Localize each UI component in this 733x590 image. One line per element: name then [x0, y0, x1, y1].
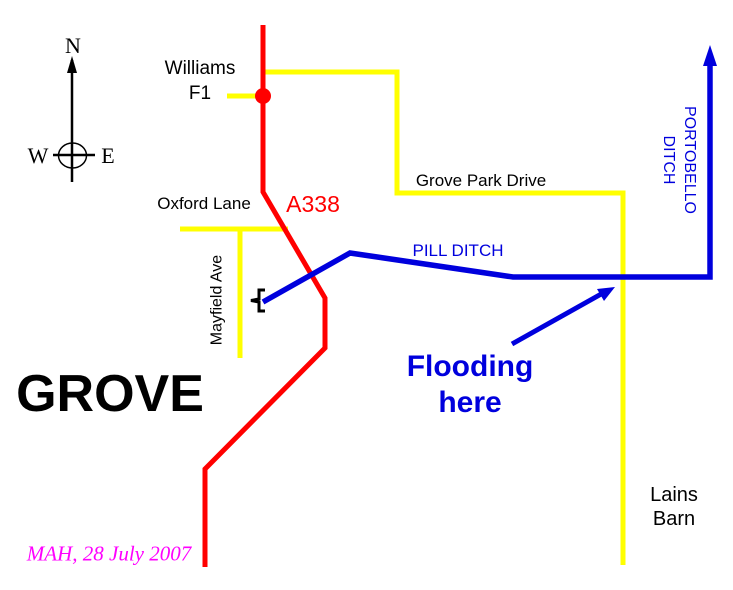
grove-town-label: GROVE: [16, 364, 204, 423]
road-grove-park-drive: [265, 69, 626, 565]
flooding-arrowhead-icon: [597, 287, 615, 301]
grove-park-drive-label: Grove Park Drive: [415, 170, 547, 190]
williams-f1-marker-dot: [255, 88, 271, 104]
lains-barn-label: Lains Barn: [650, 484, 698, 530]
a338-road-label: A338: [286, 191, 340, 218]
pill-and-portobello-ditch-line: [261, 62, 713, 305]
williams-f1-label: Williams F1: [164, 58, 236, 104]
author-date-credit: MAH, 28 July 2007: [26, 541, 192, 566]
flooding-arrow-line: [510, 290, 605, 347]
culvert-bracket-symbol: [250, 288, 265, 313]
pill-ditch-label: PILL DITCH: [412, 240, 504, 260]
road-a338: [202, 25, 328, 567]
compass-east-label: E: [101, 142, 115, 168]
portobello-flow-arrowhead-icon: [703, 45, 717, 66]
portobello-ditch-label: PORTOBELLO DITCH: [660, 106, 698, 214]
mayfield-ave-label: Mayfield Ave: [208, 254, 226, 346]
oxford-lane-label: Oxford Lane: [157, 193, 251, 213]
compass-north-label: N: [65, 32, 81, 58]
compass-rose-icon: [53, 56, 95, 182]
flooding-here-annotation: Flooding here: [406, 350, 534, 419]
compass-west-label: W: [27, 142, 49, 168]
